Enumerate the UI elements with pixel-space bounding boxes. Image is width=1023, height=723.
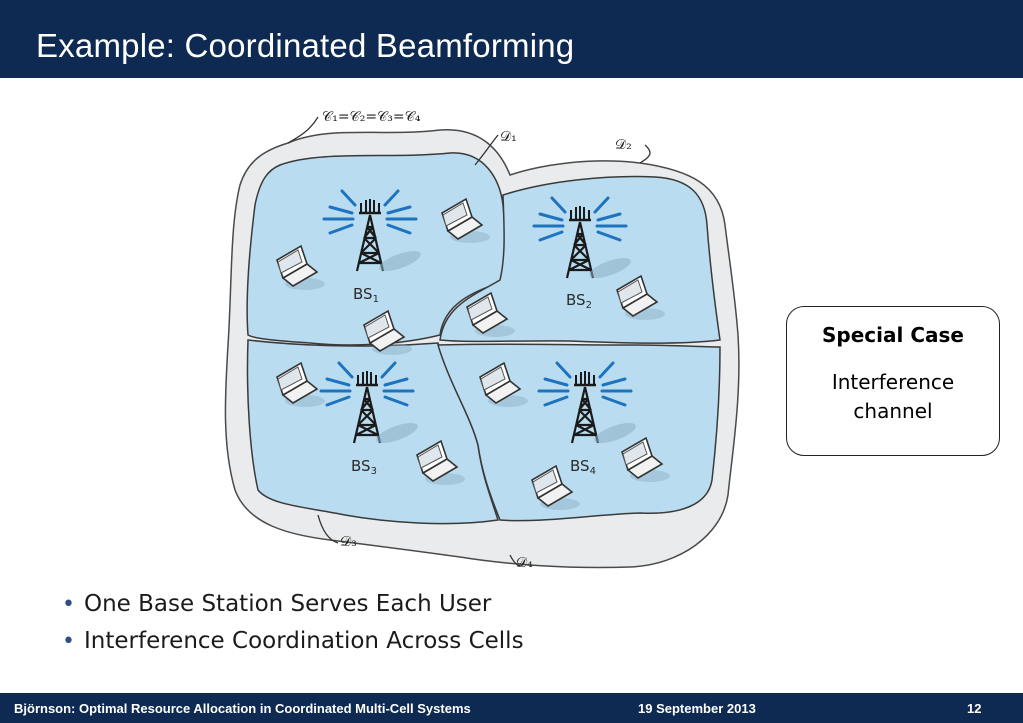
region-label-d1: 𝒟₁ <box>500 129 517 145</box>
bullet-list: •One Base Station Serves Each User •Inte… <box>62 586 524 660</box>
cluster-label: 𝒞₁=𝒞₂=𝒞₃=𝒞₄ <box>322 109 421 125</box>
callout-body: Interference channel <box>787 368 999 426</box>
bullet-item: •One Base Station Serves Each User <box>62 586 524 623</box>
region-label-d3: 𝒟₃ <box>340 534 357 550</box>
bullet-icon: • <box>62 586 80 623</box>
slide-title: Example: Coordinated Beamforming <box>36 26 574 66</box>
footer-date: 19 September 2013 <box>638 701 756 716</box>
region-label-d2: 𝒟₂ <box>615 137 632 153</box>
title-bar: Example: Coordinated Beamforming <box>0 0 1023 78</box>
bullet-item: •Interference Coordination Across Cells <box>62 623 524 660</box>
network-figure: 𝒞₁=𝒞₂=𝒞₃=𝒞₄ 𝒟₁ 𝒟₂ 𝒟₃ 𝒟₄ BS1 BS2 BS3 BS4 <box>210 95 760 580</box>
special-case-callout: Special Case Interference channel <box>786 306 1000 456</box>
page-number: 12 <box>967 701 981 716</box>
cell-network-diagram: 𝒞₁=𝒞₂=𝒞₃=𝒞₄ 𝒟₁ 𝒟₂ 𝒟₃ 𝒟₄ BS1 BS2 BS3 BS4 <box>210 95 760 580</box>
footer-author-title: Björnson: Optimal Resource Allocation in… <box>14 701 471 716</box>
region-label-d4: 𝒟₄ <box>516 555 533 571</box>
footer-bar: Björnson: Optimal Resource Allocation in… <box>0 693 1023 723</box>
bullet-icon: • <box>62 623 80 660</box>
callout-heading: Special Case <box>787 322 999 348</box>
